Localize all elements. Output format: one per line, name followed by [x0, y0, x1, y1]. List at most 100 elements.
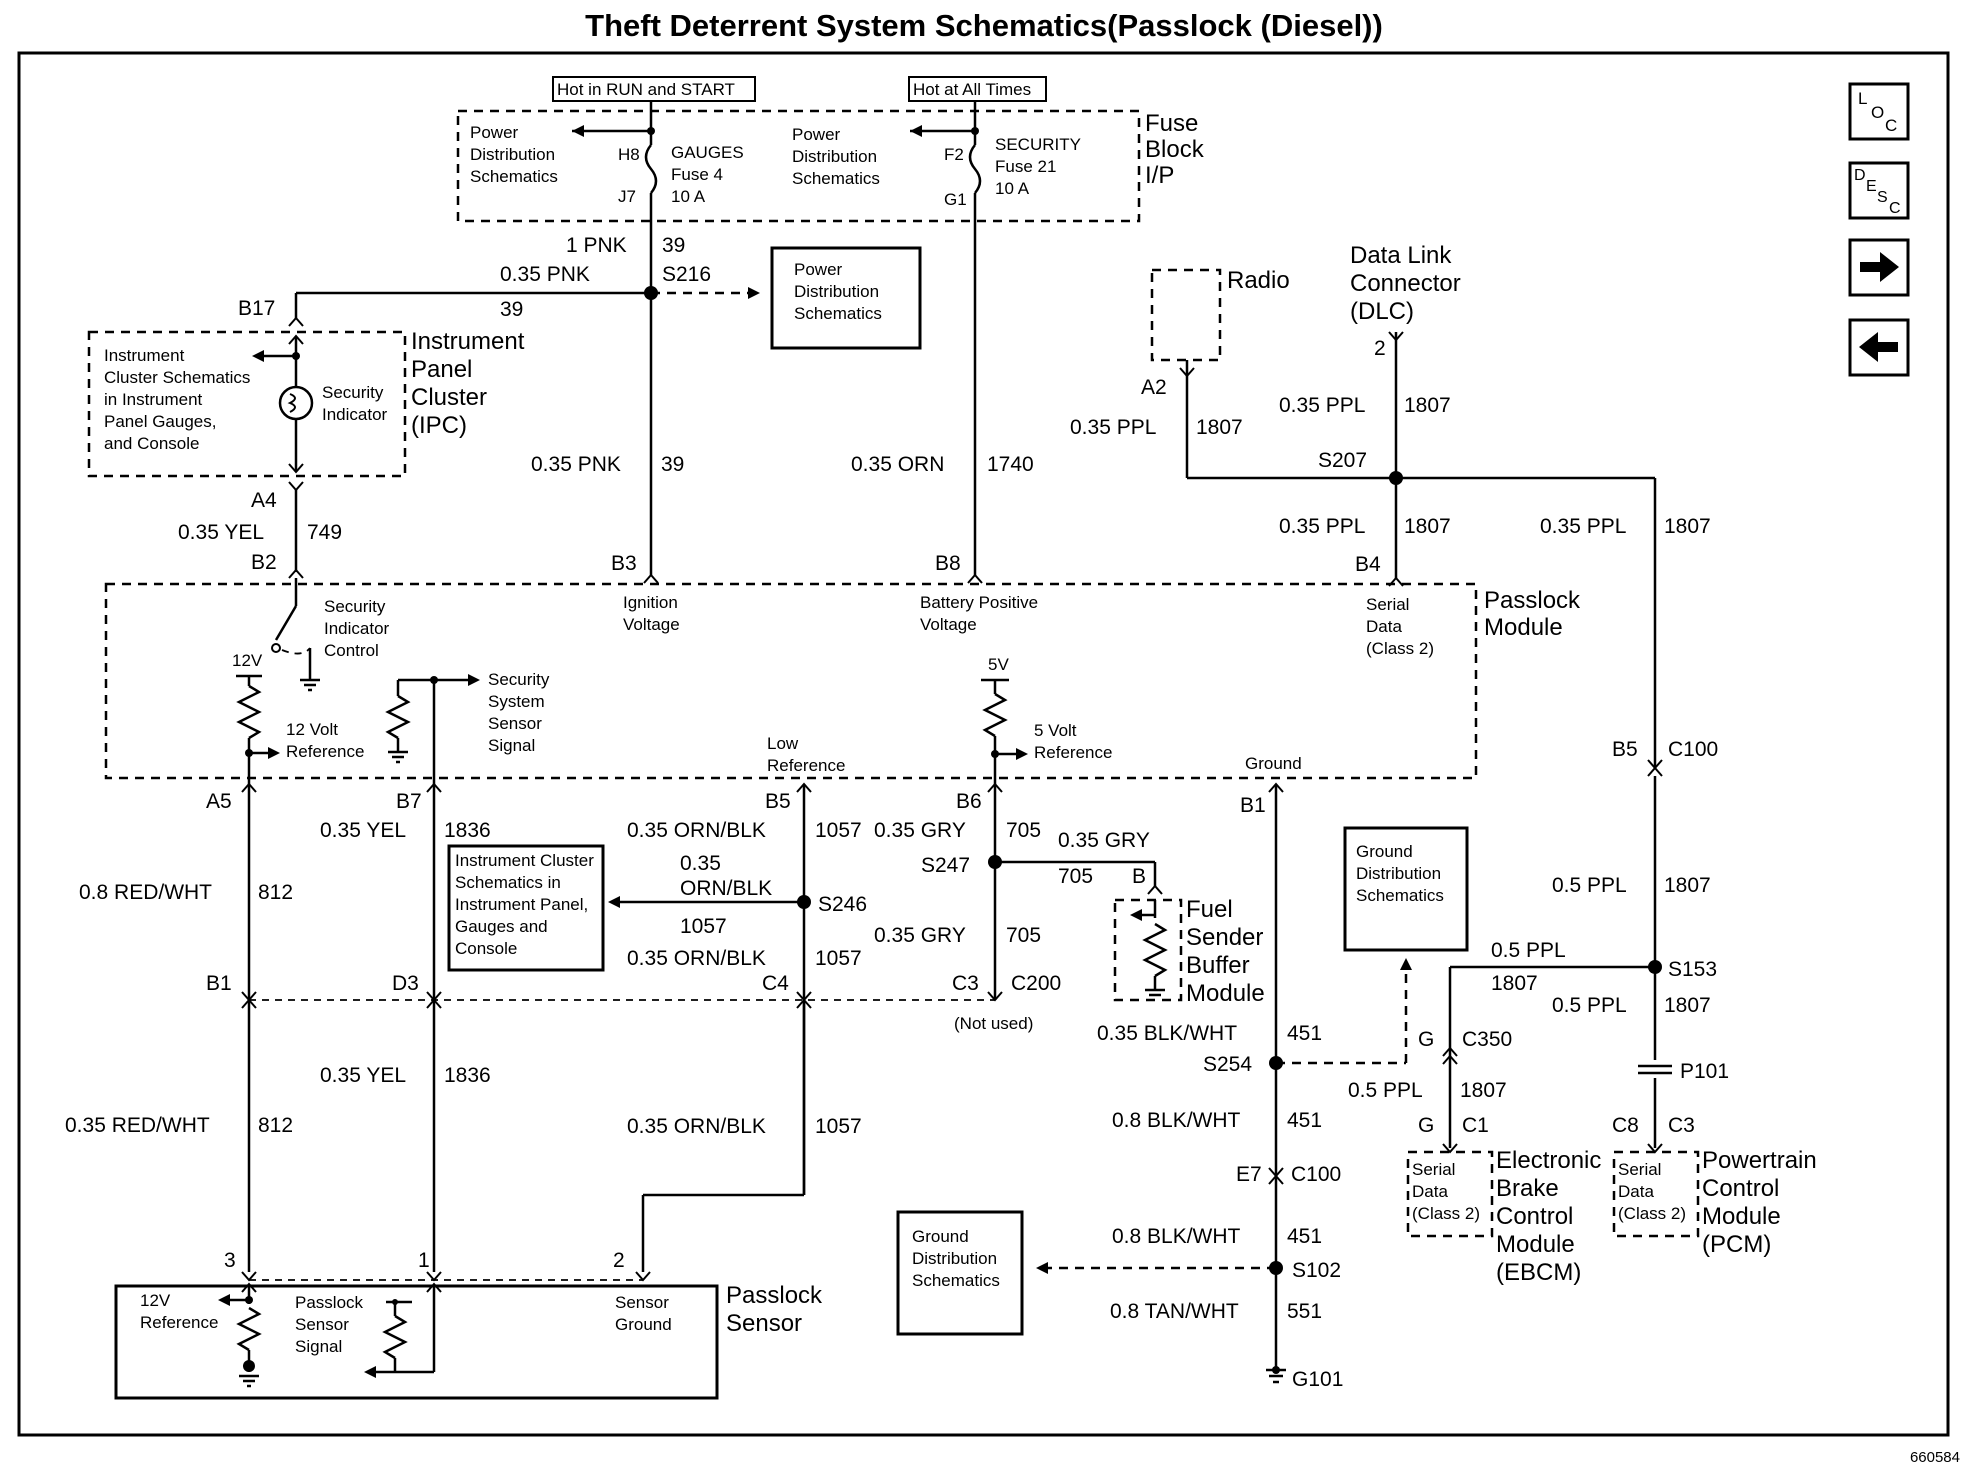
connector-c3: C3 — [1668, 1114, 1695, 1137]
ground-label: Ground — [1245, 754, 1302, 773]
sd1-1: Serial — [1412, 1160, 1455, 1179]
not-used-label: (Not used) — [954, 1014, 1033, 1033]
desc-button[interactable]: D E S C — [1848, 161, 1910, 220]
ipc-label-3: Cluster — [411, 384, 487, 411]
connector-c1: C1 — [1462, 1114, 1489, 1137]
sd2-2: Data — [1618, 1182, 1654, 1201]
loc-button[interactable]: L O C — [1848, 82, 1910, 141]
splice-s247: S247 — [921, 854, 970, 877]
circuit-1807b: 1807 — [1404, 394, 1451, 417]
resistor-icon — [982, 692, 1008, 738]
wire-035pnk-a: 0.35 PNK — [500, 263, 590, 286]
wire-035ob-b-1: 0.35 — [680, 852, 721, 875]
circuit-39a: 39 — [662, 234, 685, 257]
wire-08bw-b: 0.8 BLK/WHT — [1112, 1225, 1241, 1248]
splice-s254: S254 — [1203, 1053, 1252, 1076]
ref12s-1: 12V — [140, 1291, 171, 1310]
pd-box-1: Power — [794, 260, 843, 279]
fuse-21-amp: 10 A — [995, 179, 1030, 198]
pin-3: 3 — [224, 1249, 236, 1272]
fuse-block-label-3: I/P — [1145, 162, 1174, 189]
resistor-icon — [382, 1314, 408, 1360]
low-2: Reference — [767, 756, 845, 775]
dlc-pin-2: 2 — [1374, 337, 1386, 360]
splice-s153: S153 — [1668, 958, 1717, 981]
circuit-1807e: 1807 — [1664, 874, 1711, 897]
instrument-cluster-box[interactable] — [447, 844, 605, 972]
arrow-icon — [468, 674, 480, 686]
wire-035ob-d: 0.35 ORN/BLK — [627, 1115, 766, 1138]
ground-dist-box-1[interactable] — [1343, 826, 1469, 952]
pin-b5: B5 — [765, 790, 791, 813]
serial-3: (Class 2) — [1366, 639, 1434, 658]
circuit-1807g: 1807 — [1664, 994, 1711, 1017]
pin-2: 2 — [613, 1249, 625, 1272]
pin-h8: H8 — [618, 145, 640, 164]
pin-g-c350: G — [1418, 1028, 1434, 1051]
pin-c3: C3 — [952, 972, 979, 995]
icbox-1: Instrument Cluster — [455, 851, 594, 870]
connector-p101: P101 — [1680, 1060, 1729, 1083]
radio-outline — [1150, 268, 1222, 362]
circuit-1807h: 1807 — [1460, 1079, 1507, 1102]
pin-b17: B17 — [238, 297, 275, 320]
wire-035bw: 0.35 BLK/WHT — [1097, 1022, 1237, 1045]
page-title: Theft Deterrent System Schematics(Passlo… — [585, 8, 1383, 43]
wire-035yel-b: 0.35 YEL — [320, 1064, 406, 1087]
ipc-desc-4: Panel Gauges, — [104, 412, 216, 431]
sss-4: Signal — [488, 736, 535, 755]
svg-text:C: C — [1885, 116, 1897, 135]
pin-f2: F2 — [944, 145, 964, 164]
circuit-1807a: 1807 — [1196, 416, 1243, 439]
wire-035rw: 0.35 RED/WHT — [65, 1114, 210, 1137]
fuse-21-icon — [968, 144, 982, 194]
ref12s-2: Reference — [140, 1313, 218, 1332]
v5-label: 5V — [988, 655, 1009, 674]
fuse-21-label: Fuse 21 — [995, 157, 1056, 176]
circuit-1807c: 1807 — [1404, 515, 1451, 538]
fsbm-1: Fuel — [1186, 896, 1233, 923]
svg-text:O: O — [1871, 103, 1884, 122]
wire-035ppl-c: 0.35 PPL — [1279, 515, 1365, 538]
sg-2: Ground — [615, 1315, 672, 1334]
pcm-3: Module — [1702, 1203, 1781, 1230]
splice-s246: S246 — [818, 893, 867, 916]
arrow-icon — [748, 287, 760, 299]
fsbm-2: Sender — [1186, 924, 1263, 951]
ground-icon — [300, 678, 320, 692]
pin-b2: B2 — [251, 551, 277, 574]
icbox-3: Instrument Panel, — [455, 895, 588, 914]
circuit-1057b: 1057 — [680, 915, 727, 938]
sensor-label-2: Sensor — [726, 1310, 802, 1337]
pin-g1: G1 — [944, 190, 967, 209]
ground-dist-box-2[interactable] — [896, 1210, 1024, 1336]
pd-left-2: Distribution — [470, 145, 555, 164]
circuit-39b: 39 — [500, 298, 523, 321]
fuse-4-icon — [644, 144, 658, 194]
pin-b7: B7 — [396, 790, 422, 813]
gdist1-3: Schematics — [1356, 886, 1444, 905]
pd-box-2: Distribution — [794, 282, 879, 301]
wire-08bw-a: 0.8 BLK/WHT — [1112, 1109, 1241, 1132]
pd-right-2: Distribution — [792, 147, 877, 166]
resistor-icon — [385, 694, 411, 740]
ebcm-2: Brake — [1496, 1175, 1559, 1202]
figure-id: 660584 — [1909, 1449, 1960, 1466]
prev-button[interactable] — [1848, 318, 1910, 377]
wire-035orn: 0.35 ORN — [851, 453, 944, 476]
svg-text:L: L — [1858, 89, 1867, 108]
next-button[interactable] — [1848, 238, 1910, 297]
circuit-1057d: 1057 — [815, 1115, 862, 1138]
pin-c8: C8 — [1612, 1114, 1639, 1137]
svg-text:D: D — [1854, 167, 1866, 184]
arrow-icon — [364, 1366, 376, 1378]
pin-b5-right: B5 — [1612, 738, 1638, 761]
circuit-1807d: 1807 — [1664, 515, 1711, 538]
icbox-2: Schematics in — [455, 873, 561, 892]
circuit-451a: 451 — [1287, 1022, 1322, 1045]
v12-label: 12V — [232, 651, 263, 670]
gauges-label: GAUGES — [671, 143, 744, 162]
sic-3: Control — [324, 641, 379, 660]
svg-text:S: S — [1877, 189, 1888, 206]
splice-s102: S102 — [1292, 1259, 1341, 1282]
